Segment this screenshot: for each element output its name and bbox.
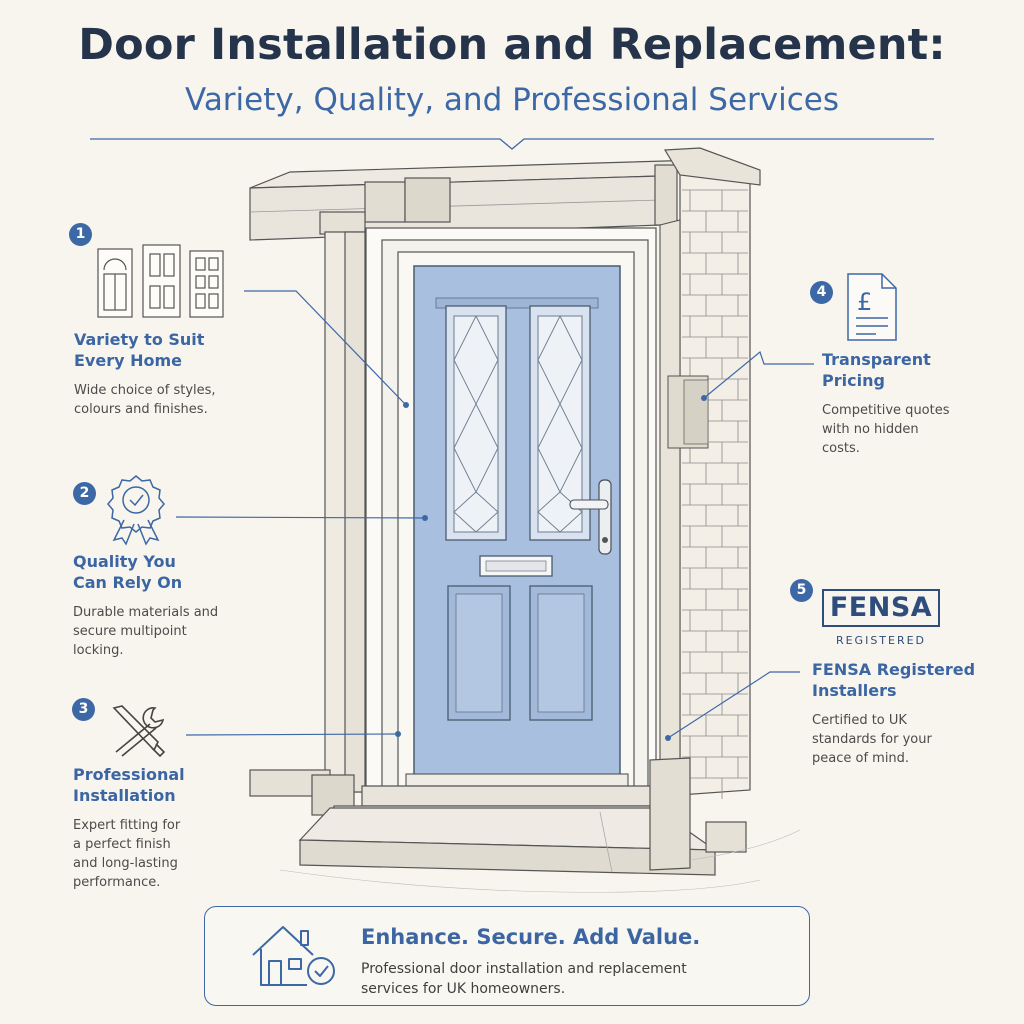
feature-description: Certified to UK standards for your peace… bbox=[812, 713, 932, 766]
feature-1-number: 1 bbox=[69, 223, 92, 246]
feature-description: Expert fitting for a perfect finish and … bbox=[73, 818, 181, 890]
banner-heading: Enhance. Secure. Add Value. bbox=[361, 925, 701, 949]
fensa-badge: FENSA bbox=[822, 589, 940, 627]
fensa-registered-label: REGISTERED bbox=[835, 634, 927, 647]
feature-2-number: 2 bbox=[73, 482, 96, 505]
feature-quality: Quality You Can Rely On Durable material… bbox=[73, 551, 263, 660]
house-check-icon bbox=[252, 926, 335, 986]
feature-5-number: 5 bbox=[790, 579, 813, 602]
feature-description: Wide choice of styles, colours and finis… bbox=[74, 383, 216, 417]
value-banner: Enhance. Secure. Add Value. Professional… bbox=[204, 906, 810, 1006]
feature-heading: Transparent Pricing bbox=[822, 350, 931, 390]
feature-variety: Variety to Suit Every Home Wide choice o… bbox=[74, 329, 264, 419]
callout-lines bbox=[175, 290, 814, 739]
award-rosette-icon bbox=[107, 475, 165, 546]
page-title: Door Installation and Replacement: bbox=[78, 20, 946, 70]
feature-4-number: 4 bbox=[810, 281, 833, 304]
front-steps bbox=[279, 757, 801, 893]
callout-dots bbox=[395, 395, 707, 741]
door-leaf bbox=[405, 265, 629, 787]
left-wall bbox=[249, 231, 366, 816]
title-divider bbox=[90, 138, 934, 150]
feature-description: Competitive quotes with no hidden costs. bbox=[822, 403, 950, 456]
feature-heading: Variety to Suit Every Home bbox=[74, 330, 205, 370]
feature-3-number: 3 bbox=[72, 698, 95, 721]
wrench-screwdriver-icon bbox=[112, 705, 166, 758]
door-styles-icon bbox=[97, 244, 224, 318]
banner-text: Professional door installation and repla… bbox=[361, 961, 687, 997]
page-subtitle: Variety, Quality, and Professional Servi… bbox=[185, 82, 839, 118]
pound-symbol: £ bbox=[857, 288, 872, 316]
feature-heading: Quality You Can Rely On bbox=[73, 552, 183, 592]
brick-pier bbox=[659, 147, 761, 799]
feature-pricing: Transparent Pricing Competitive quotes w… bbox=[822, 349, 1012, 458]
feature-heading: FENSA Registered Installers bbox=[812, 660, 976, 700]
pound-invoice-icon bbox=[847, 273, 897, 341]
feature-description: Durable materials and secure multipoint … bbox=[73, 605, 219, 658]
feature-heading: Professional Installation bbox=[73, 765, 185, 805]
feature-fensa: FENSA Registered Installers Certified to… bbox=[812, 659, 1002, 768]
feature-installation: Professional Installation Expert fitting… bbox=[73, 764, 263, 892]
